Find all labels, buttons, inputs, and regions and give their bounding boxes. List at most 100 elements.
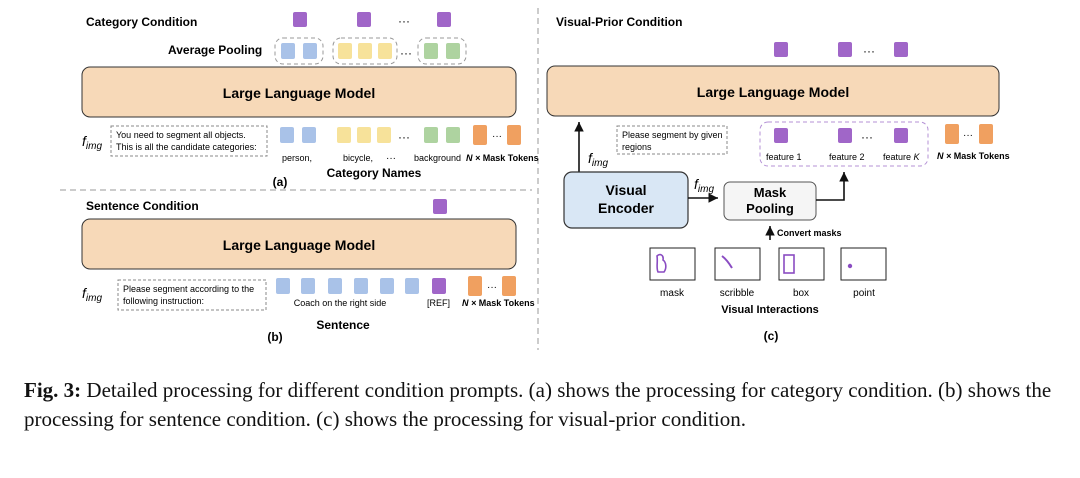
category-token: [446, 127, 460, 143]
mask-token-dots: ···: [492, 131, 502, 142]
llm-label-c: Large Language Model: [697, 84, 849, 100]
point-dot-icon: [847, 263, 853, 269]
box-shape-icon: [783, 254, 795, 274]
pooling-group-green: [417, 37, 467, 65]
prompt-b-line1: Please segment according to the: [123, 284, 254, 294]
prompt-b-line2: following instruction:: [123, 296, 204, 306]
feature-2-label: feature 2: [829, 152, 865, 162]
mask-token: [468, 276, 482, 296]
llm-box-a: [81, 66, 517, 118]
ref-token: [432, 278, 446, 294]
llm-label-b: Large Language Model: [223, 237, 375, 253]
pooling-group-yellow: [332, 37, 398, 65]
sentence-token: [380, 278, 394, 294]
feature-output-token: [774, 42, 788, 57]
category-names-title: Category Names: [327, 166, 422, 180]
ref-output-token: [433, 199, 447, 214]
scribble-interaction-label: scribble: [720, 288, 755, 299]
feature-token: [838, 128, 852, 143]
category-token: [280, 127, 294, 143]
fimg-label-c2: fimg: [694, 176, 714, 195]
sentence-token: [328, 278, 342, 294]
prompt-a-line2: This is all the candidate categories:: [116, 142, 257, 152]
category-token: [302, 127, 316, 143]
ref-token-label: [REF]: [427, 298, 450, 308]
figure-caption: Fig. 3: Detailed processing for differen…: [24, 376, 1060, 434]
feature-group: [759, 121, 929, 167]
llm-box-c: [546, 65, 1000, 117]
mask-token: [979, 124, 993, 144]
feature-k-label: feature K: [883, 152, 921, 162]
sentence-token: [405, 278, 419, 294]
category-token: [357, 127, 371, 143]
scribble-interaction-box: [714, 247, 761, 281]
panel-c: Visual-Prior Condition ··· Large Languag…: [546, 15, 1010, 343]
pool-dots: ···: [400, 46, 412, 60]
pooling-group-blue: [274, 37, 324, 65]
category-token: [424, 127, 438, 143]
prompt-c-line2: regions: [622, 142, 652, 152]
box-interaction-label: box: [793, 288, 809, 299]
caption-label: Fig. 3:: [24, 378, 82, 402]
llm-box-b: [81, 218, 517, 270]
sentence-text: Coach on the right side: [294, 298, 387, 308]
panel-a-title: Category Condition: [86, 15, 197, 29]
category-person-label: person,: [282, 153, 312, 163]
mask-interaction-label: mask: [660, 288, 685, 299]
feature-1-label: feature 1: [766, 152, 802, 162]
mask-tokens-label-a: N × Mask Tokens: [466, 153, 539, 163]
feature-token: [894, 128, 908, 143]
point-interaction-box: [840, 247, 887, 281]
sentence-token: [276, 278, 290, 294]
mask-shape-icon: [656, 253, 667, 273]
sentence-title: Sentence: [316, 318, 370, 332]
caption-text: Detailed processing for different condit…: [24, 378, 1052, 431]
panel-b-label: (b): [267, 330, 282, 344]
prompt-c-line1: Please segment by given: [622, 130, 723, 140]
average-pooling-label: Average Pooling: [168, 43, 262, 57]
category-label-dots: ···: [386, 153, 396, 164]
encoder-line2: Encoder: [598, 200, 655, 216]
sentence-token: [354, 278, 368, 294]
prompt-box-a: [110, 125, 268, 157]
mask-token: [473, 125, 487, 145]
feature-dots: ···: [861, 130, 873, 144]
encoder-line1: Visual: [606, 182, 647, 198]
box-interaction-box: [778, 247, 825, 281]
mask-token: [945, 124, 959, 144]
panel-b-title: Sentence Condition: [86, 199, 199, 213]
category-background-label: background: [414, 153, 461, 163]
arrow-pooling-to-features: [816, 172, 849, 201]
pooled-token-1: [293, 12, 307, 27]
fimg-label-a: fimg: [82, 133, 102, 152]
category-dots: ···: [398, 130, 410, 144]
mask-pooling-box: [723, 181, 817, 221]
panel-a: Category Condition ··· Average Pooling ·…: [81, 12, 539, 189]
point-interaction-label: point: [853, 288, 875, 299]
prompt-box-c: [616, 125, 728, 155]
visual-interactions-title: Visual Interactions: [721, 304, 819, 316]
category-token: [377, 127, 391, 143]
pooling-line1: Mask: [754, 185, 787, 200]
pooled-token-dots: ···: [398, 14, 410, 28]
mask-tokens-label-c: N × Mask Tokens: [937, 151, 1010, 161]
convert-masks-label: Convert masks: [777, 228, 842, 238]
prompt-box-b: [117, 279, 267, 311]
sentence-token: [301, 278, 315, 294]
mask-tokens-label-b: N × Mask Tokens: [462, 298, 535, 308]
scribble-stroke-icon: [721, 255, 733, 269]
fimg-label-b: fimg: [82, 285, 102, 304]
panel-c-title: Visual-Prior Condition: [556, 15, 682, 29]
pool-token: [378, 43, 392, 59]
pool-token: [424, 43, 438, 59]
pooling-line2: Pooling: [746, 201, 794, 216]
prompt-a-line1: You need to segment all objects.: [116, 130, 246, 140]
pool-token: [446, 43, 460, 59]
feature-output-dots: ···: [863, 44, 875, 58]
feature-output-token: [894, 42, 908, 57]
panel-a-label: (a): [273, 175, 288, 189]
feature-token: [774, 128, 788, 143]
feature-output-token: [838, 42, 852, 57]
llm-label-a: Large Language Model: [223, 85, 375, 101]
panel-c-label: (c): [764, 329, 779, 343]
